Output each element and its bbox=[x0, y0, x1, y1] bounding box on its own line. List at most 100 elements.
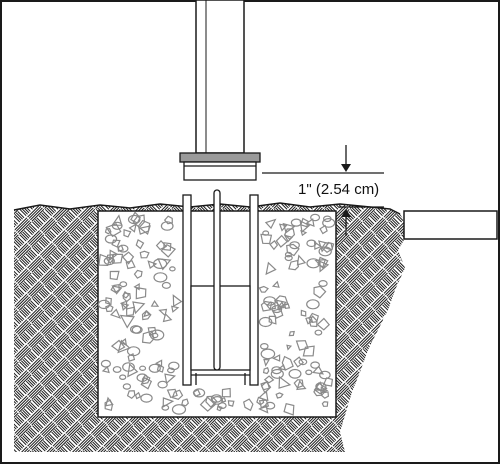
aggregate-stone bbox=[273, 295, 289, 308]
aggregate-stone bbox=[139, 365, 147, 371]
aggregate-stone bbox=[305, 218, 315, 227]
aggregate-stone bbox=[132, 301, 146, 315]
aggregate-stone bbox=[216, 405, 223, 412]
aggregate-stone bbox=[125, 306, 136, 317]
aggregate-stone bbox=[143, 310, 151, 318]
aggregate-stone bbox=[318, 246, 332, 257]
aggregate-stone bbox=[293, 379, 304, 389]
aggregate-stone bbox=[171, 389, 184, 400]
aggregate-stone bbox=[260, 348, 276, 360]
aggregate-stone bbox=[295, 340, 309, 351]
aggregate-stone bbox=[322, 215, 332, 223]
aggregate-stone bbox=[104, 234, 118, 244]
aggregate-stone bbox=[119, 374, 127, 381]
aggregate-stone bbox=[110, 284, 120, 294]
aggregate-stone bbox=[260, 233, 273, 245]
aggregate-stone bbox=[308, 315, 318, 328]
aggregate-stone bbox=[171, 305, 180, 313]
aggregate-stone bbox=[284, 254, 293, 262]
aggregate-stone bbox=[134, 391, 142, 400]
aggregate-stone bbox=[263, 375, 275, 384]
dimension-indicator: 1" (2.54 cm) bbox=[262, 145, 384, 236]
aggregate-stone bbox=[117, 339, 131, 354]
aggregate-stone bbox=[105, 304, 114, 313]
aggregate-stone bbox=[258, 285, 269, 293]
aggregate-stone bbox=[298, 358, 308, 366]
aggregate-stone bbox=[263, 358, 271, 367]
aggregate-stone bbox=[122, 362, 135, 372]
aggregate-stone bbox=[299, 219, 311, 233]
aggregate-stone bbox=[139, 250, 150, 259]
aggregate-stone bbox=[317, 256, 329, 269]
aggregate-stone bbox=[306, 299, 320, 310]
aggregate-stone bbox=[283, 402, 295, 416]
aggregate-stone bbox=[119, 338, 128, 347]
aggregate-stone bbox=[119, 281, 128, 288]
aggregate-stone bbox=[135, 239, 145, 250]
aggregate-stone bbox=[122, 290, 130, 299]
aggregate-stone bbox=[284, 303, 291, 309]
aggregate-stone bbox=[319, 260, 330, 273]
aggregate-stone bbox=[286, 344, 293, 351]
aggregate-stone bbox=[104, 228, 112, 235]
aggregate-stone bbox=[122, 383, 132, 390]
aggregate-stone bbox=[140, 393, 153, 403]
aggregate-stone bbox=[278, 375, 292, 389]
aggregate-stone bbox=[258, 404, 269, 414]
aggregate-stone bbox=[313, 285, 327, 299]
aggregate-stone bbox=[141, 330, 155, 344]
aggregate-stone bbox=[314, 329, 323, 336]
dimension-label: 1" (2.54 cm) bbox=[298, 181, 379, 198]
aggregate-stone bbox=[205, 395, 218, 408]
aggregate-stone bbox=[275, 392, 284, 399]
aggregate-stone bbox=[308, 312, 320, 324]
aggregate-stone bbox=[302, 345, 315, 357]
aggregate-stone bbox=[111, 221, 123, 230]
aggregate-stone bbox=[164, 373, 177, 385]
aggregate-stone bbox=[166, 367, 175, 374]
aggregate-stone bbox=[316, 317, 331, 331]
aggregate-stone bbox=[150, 299, 160, 307]
aggregate-stone bbox=[319, 370, 331, 380]
aggregate-stone bbox=[221, 387, 231, 398]
aggregate-stone bbox=[220, 397, 227, 403]
aggregate-stone bbox=[281, 355, 294, 371]
aggregate-stone bbox=[149, 329, 165, 341]
aggregate-stone bbox=[265, 261, 277, 276]
aggregate-stone bbox=[117, 244, 124, 252]
aggregate-stone bbox=[132, 214, 146, 229]
aggregate-stone bbox=[154, 359, 163, 368]
aggregate-stone bbox=[322, 377, 334, 387]
aggregate-stone bbox=[153, 258, 168, 269]
aggregate-stone bbox=[227, 400, 235, 407]
aggregate-stone bbox=[110, 339, 126, 352]
aggregate-stone bbox=[262, 367, 270, 375]
aggregate-stone bbox=[161, 281, 171, 289]
aggregate-stone bbox=[296, 254, 307, 266]
aggregate-stone bbox=[156, 363, 165, 373]
aggregate-stone bbox=[148, 363, 161, 373]
aggregate-stone bbox=[157, 380, 168, 389]
aggregate-stone bbox=[172, 294, 183, 308]
aggregate-stone bbox=[288, 368, 302, 379]
aggregate-stone bbox=[318, 280, 328, 288]
aggregate-stone bbox=[263, 296, 277, 306]
aggregate-stone bbox=[322, 217, 336, 228]
aggregate-stone bbox=[181, 398, 189, 407]
aggregate-stone bbox=[278, 223, 288, 232]
aggregate-stone bbox=[119, 314, 135, 329]
aggregate-stone bbox=[137, 219, 151, 235]
aggregate-stone bbox=[264, 218, 277, 230]
aggregate-stone bbox=[288, 330, 295, 337]
aggregate-stone bbox=[271, 280, 280, 288]
aggregate-stone bbox=[271, 305, 283, 314]
aggregate-stone bbox=[155, 240, 168, 251]
aggregate-stone bbox=[300, 229, 308, 237]
aggregate-stone bbox=[264, 401, 276, 410]
aggregate-stone bbox=[260, 381, 272, 394]
aggregate-stone bbox=[319, 224, 328, 235]
aggregate-stone bbox=[140, 376, 153, 390]
aggregate-stone bbox=[300, 217, 309, 228]
aggregate-stone bbox=[270, 368, 284, 379]
